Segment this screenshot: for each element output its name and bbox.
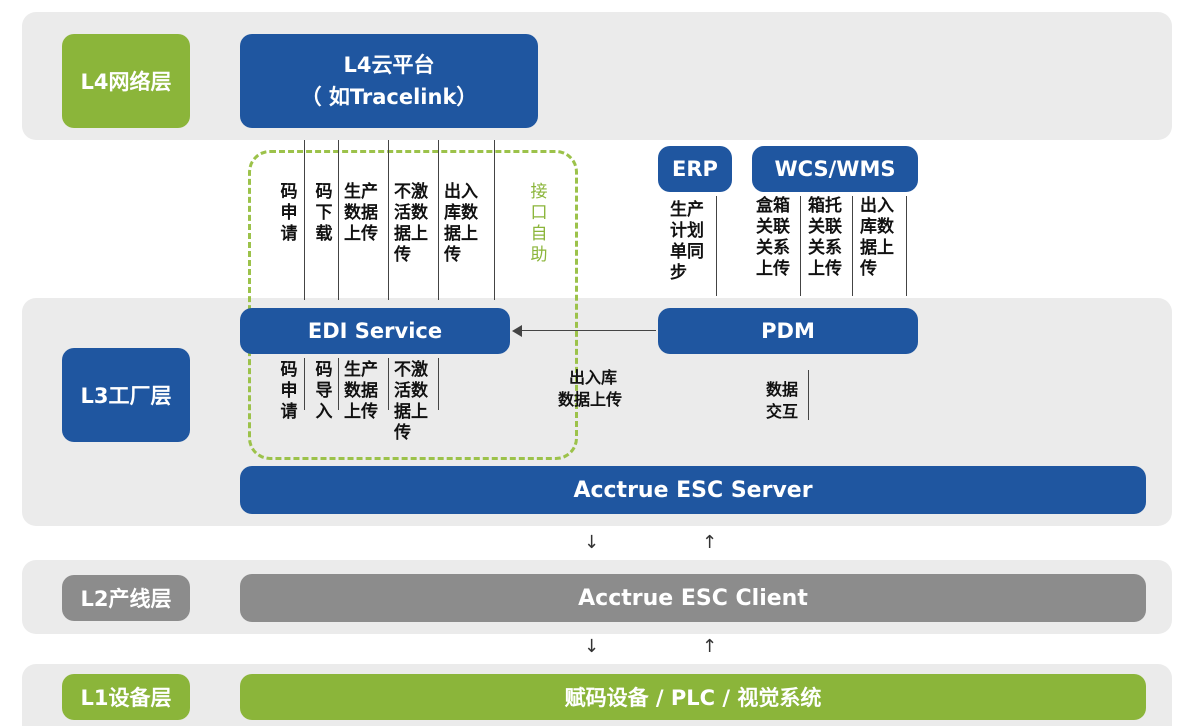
connector-line xyxy=(716,196,717,296)
label-data-exchange-1: 数据 xyxy=(765,380,798,399)
label-code-download: 码下载 xyxy=(315,182,333,244)
connector-line xyxy=(808,370,809,420)
label-interface-self: 接口自助 xyxy=(530,182,548,265)
l4-label: L4网络层 xyxy=(62,34,190,128)
label-plan-sync: 生产计划单同步 xyxy=(670,200,704,283)
cloud-title: L4云平台 xyxy=(343,53,435,77)
arrow-pdm-to-edi xyxy=(516,330,656,331)
connector-line xyxy=(338,358,339,410)
arrow-down-icon: ↓ xyxy=(584,636,600,657)
connector-line xyxy=(800,196,801,296)
arrow-up-icon: ↑ xyxy=(702,636,718,657)
label-case-pallet-upload: 箱托关联关系上传 xyxy=(808,196,842,279)
connector-line xyxy=(388,358,389,410)
interface-region xyxy=(248,150,578,460)
label-pdm-inout-1: 出入库 xyxy=(568,368,617,387)
label-data-exchange-2: 交互 xyxy=(765,402,798,421)
label-wcs-inout-upload: 出入库数据上传 xyxy=(860,196,894,279)
label-box-case-upload: 盒箱关联关系上传 xyxy=(756,196,790,279)
arrow-down-icon: ↓ xyxy=(584,532,600,553)
connector-line xyxy=(438,140,439,300)
l4-cloud-platform: L4云平台 （ 如Tracelink） xyxy=(240,34,538,128)
label-code-apply: 码申请 xyxy=(280,182,298,244)
wcs-wms-box: WCS/WMS xyxy=(752,146,918,192)
connector-line xyxy=(494,140,495,300)
connector-line xyxy=(304,140,305,300)
label-pdm-inout-2: 数据上传 xyxy=(557,390,622,409)
pdm-box: PDM xyxy=(658,308,918,354)
label-production-upload-2: 生产数据上传 xyxy=(344,360,378,422)
connector-line xyxy=(852,196,853,296)
label-production-upload: 生产数据上传 xyxy=(344,182,378,244)
connector-line xyxy=(304,358,305,410)
devices-box: 赋码设备 / PLC / 视觉系统 xyxy=(240,674,1146,720)
connector-line xyxy=(438,358,439,410)
label-inout-upload: 出入库数据上传 xyxy=(444,182,478,265)
label-code-apply-2: 码申请 xyxy=(280,360,298,422)
esc-client-box: Acctrue ESC Client xyxy=(240,574,1146,622)
arrowhead-left xyxy=(512,325,522,337)
label-code-import: 码导入 xyxy=(315,360,333,422)
connector-line xyxy=(388,140,389,300)
l1-label: L1设备层 xyxy=(62,674,190,720)
arrow-up-icon: ↑ xyxy=(702,532,718,553)
esc-server-box: Acctrue ESC Server xyxy=(240,466,1146,514)
connector-line xyxy=(338,140,339,300)
l4-band xyxy=(22,12,1172,140)
label-inactive-upload-2: 不激活数据上传 xyxy=(394,360,428,443)
l3-label: L3工厂层 xyxy=(62,348,190,442)
cloud-subtitle: （ 如Tracelink） xyxy=(300,85,478,109)
connector-line xyxy=(906,196,907,296)
label-inactive-upload: 不激活数据上传 xyxy=(394,182,428,265)
edi-service-box: EDI Service xyxy=(240,308,510,354)
erp-box: ERP xyxy=(658,146,732,192)
l2-label: L2产线层 xyxy=(62,575,190,621)
